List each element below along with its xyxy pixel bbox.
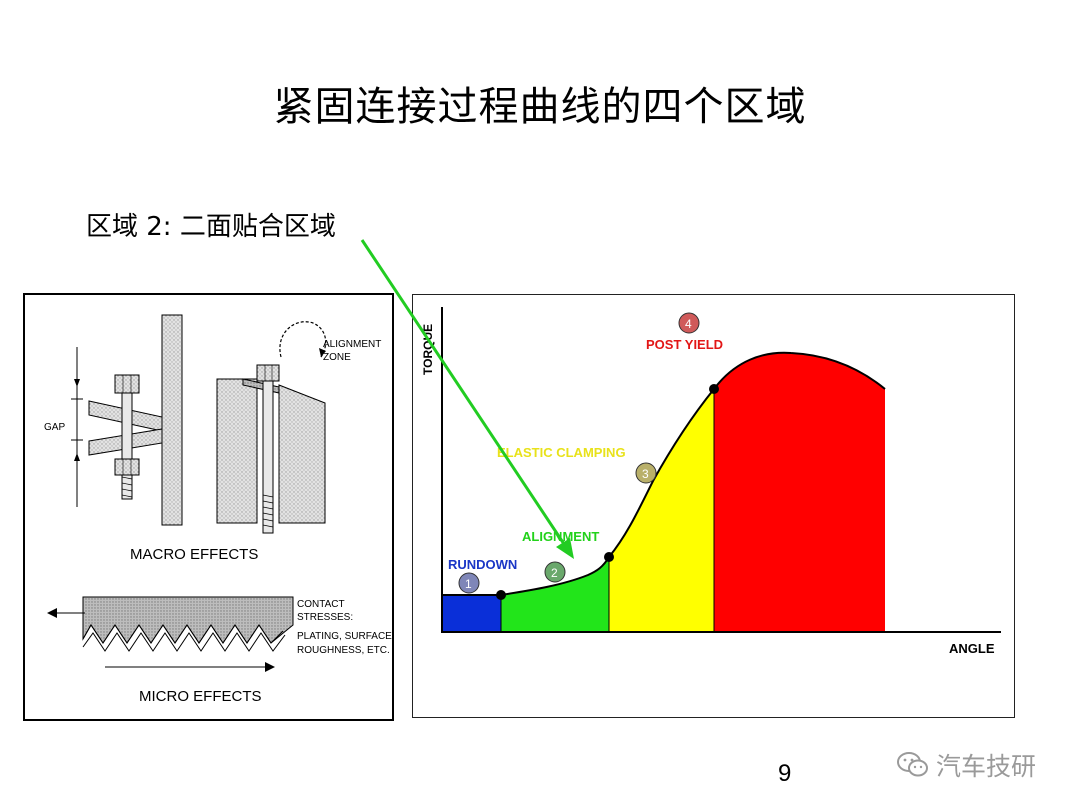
zone-rundown-area (442, 595, 501, 631)
bolt-left (114, 374, 140, 500)
zone-3-number: 3 (642, 467, 649, 481)
slide-title: 紧固连接过程曲线的四个区域 (273, 84, 807, 130)
zone-1-marker (458, 572, 480, 594)
joint-effects-figure: GAP (23, 293, 394, 721)
y-axis-label: TORQUE (421, 324, 435, 375)
micro-thread-diagram (47, 596, 294, 672)
gap-label: GAP (44, 422, 65, 433)
alignment-zone-label-2: ZONE (323, 352, 351, 363)
zone-callout-text: 区域 2: 二面贴合区域 (86, 212, 336, 242)
vertical-plate (161, 314, 183, 526)
zone-elastic-label: ELASTIC CLAMPING (497, 445, 626, 460)
zone-alignment-area (501, 557, 609, 631)
zone-elastic-area (609, 389, 714, 631)
gap-dimension: GAP (43, 347, 83, 507)
zone-3-marker (635, 462, 657, 484)
zone-2-marker (544, 561, 566, 583)
transition-point-2 (604, 552, 614, 562)
contact-text-1: CONTACT (297, 599, 345, 610)
zone-2-number: 2 (551, 566, 558, 580)
zone-4-marker (678, 312, 700, 334)
contact-text-4: ROUGHNESS, ETC. (297, 645, 390, 656)
aligned-joint: ALIGNMENT ZONE (216, 321, 381, 534)
zone-alignment-label: ALIGNMENT (522, 529, 599, 544)
wechat-icon (897, 752, 928, 777)
zone-post-yield-area (714, 352, 885, 631)
x-axis-label: ANGLE (949, 641, 995, 656)
contact-text-3: PLATING, SURFACE (297, 631, 392, 642)
torque-angle-diagram: TORQUE ANGLE RUNDOWN 1 ALIGNMENT 2 ELAST… (421, 307, 1001, 656)
zone-4-number: 4 (685, 317, 692, 331)
watermark-text: 汽车技研 (936, 752, 1037, 781)
page-number: 9 (778, 760, 792, 787)
zone-post-yield-label: POST YIELD (646, 337, 723, 352)
watermark: 汽车技研 (896, 748, 1036, 782)
macro-effects-label: MACRO EFFECTS (130, 546, 258, 563)
torque-angle-figure: TORQUE ANGLE RUNDOWN 1 ALIGNMENT 2 ELAST… (412, 294, 1015, 718)
alignment-zone-label-1: ALIGNMENT (323, 339, 381, 350)
zone-rundown-label: RUNDOWN (448, 557, 517, 572)
transition-point-1 (496, 590, 506, 600)
micro-effects-label: MICRO EFFECTS (139, 688, 262, 705)
zone-1-number: 1 (465, 577, 472, 591)
contact-text-2: STRESSES: (297, 612, 353, 623)
joint-effects-drawing: GAP (43, 314, 392, 705)
transition-point-3 (709, 384, 719, 394)
